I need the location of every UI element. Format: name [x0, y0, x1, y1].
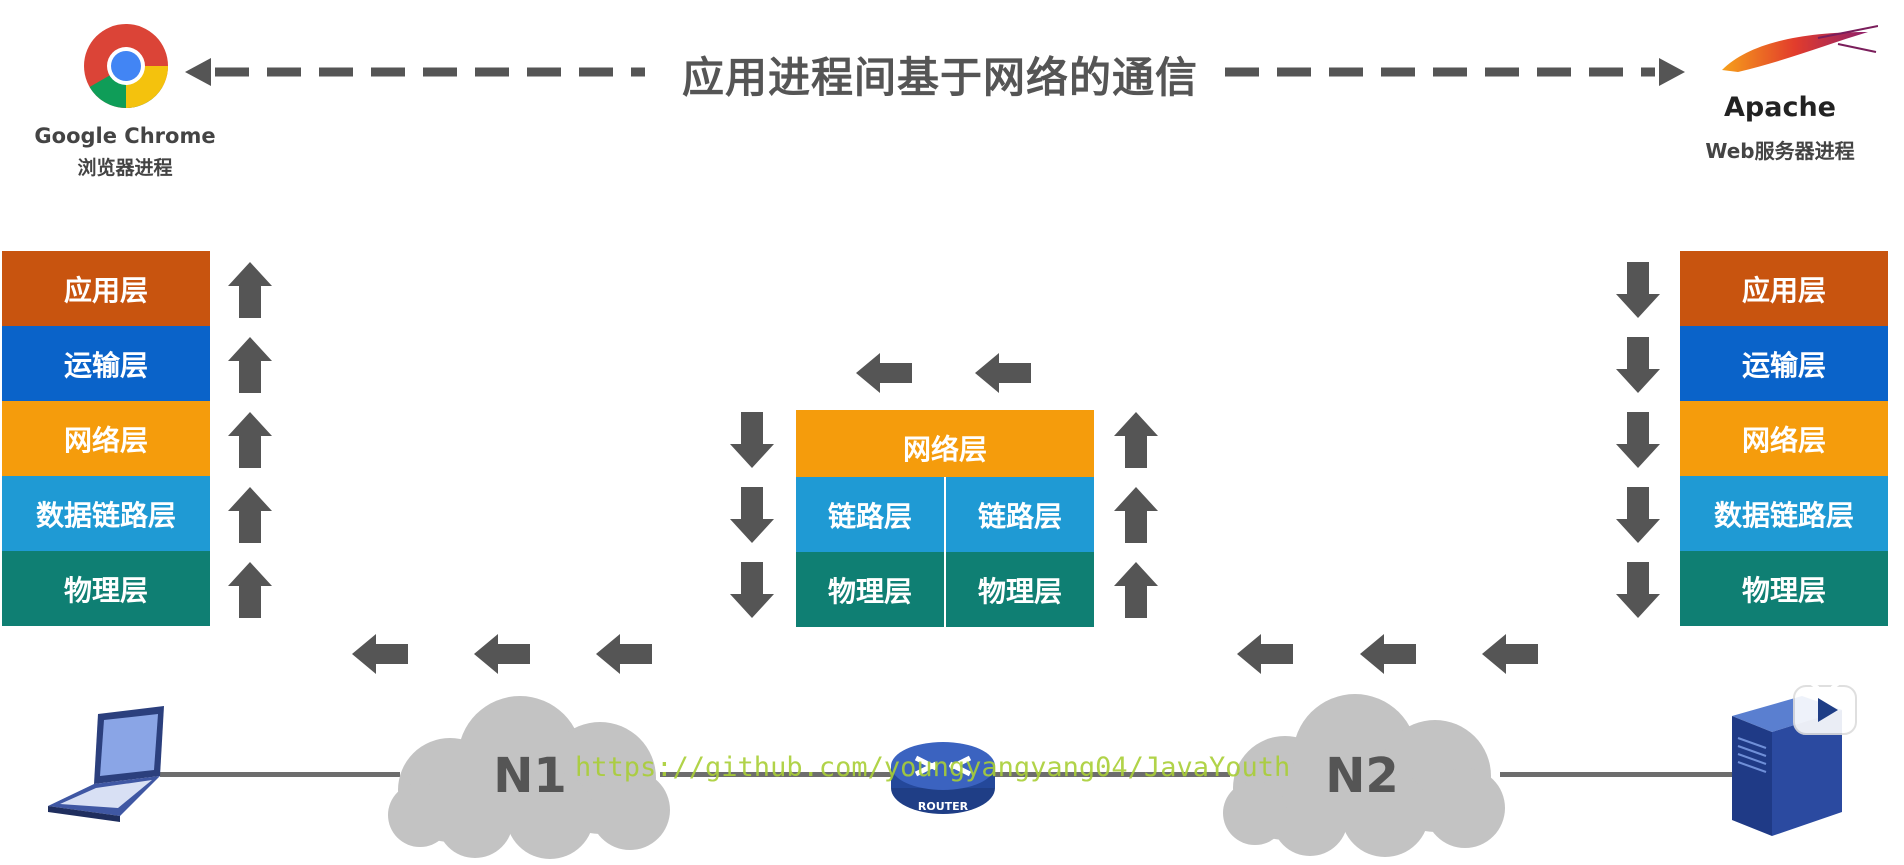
client-name: Google Chrome: [34, 124, 216, 148]
communication-arrow: [185, 58, 1685, 86]
right-application-layer: 应用层: [1680, 251, 1888, 326]
wire-n2-server: [1500, 772, 1740, 777]
router-physical-layer-right: 物理层: [946, 552, 1094, 627]
client-role: 浏览器进程: [77, 157, 173, 179]
right-physical-layer: 物理层: [1680, 551, 1888, 626]
laptop-icon: [48, 706, 164, 822]
left-datalink-layer: 数据链路层: [2, 476, 210, 551]
cloud-icon: [388, 696, 670, 859]
server-role: Web服务器进程: [1705, 139, 1855, 163]
right-network-layer: 网络层: [1680, 401, 1888, 476]
left-physical-layer: 物理层: [2, 551, 210, 626]
network-n1-label: N1: [493, 748, 567, 804]
diagram-title: 应用进程间基于网络的通信: [681, 53, 1198, 102]
router-stack-divider: [944, 477, 946, 627]
router-physical-layer-left: 物理层: [796, 552, 944, 627]
apache-feather-icon: [1722, 25, 1878, 72]
cloud-icon: [1223, 694, 1505, 857]
chrome-icon: [84, 24, 168, 109]
router-link-layer-left: 链路层: [796, 477, 944, 552]
wire-laptop-n1: [160, 772, 400, 777]
left-transport-layer: 运输层: [2, 326, 210, 401]
server-name: Apache: [1724, 92, 1836, 123]
router-network-layer: 网络层: [796, 410, 1094, 485]
wire-n1-router: [660, 772, 900, 777]
right-datalink-layer: 数据链路层: [1680, 476, 1888, 551]
router-link-layer-right: 链路层: [946, 477, 1094, 552]
left-network-layer: 网络层: [2, 401, 210, 476]
network-n2-label: N2: [1325, 748, 1399, 804]
router-icon: [891, 742, 995, 814]
play-icon[interactable]: [1790, 680, 1860, 740]
left-application-layer: 应用层: [2, 251, 210, 326]
wire-router-n2: [990, 772, 1230, 777]
router-label: ROUTER: [917, 800, 969, 813]
watermark-url: https://github.com/youngyangyang04/JavaY…: [575, 752, 1291, 783]
server-icon: [1732, 696, 1842, 836]
right-transport-layer: 运输层: [1680, 326, 1888, 401]
